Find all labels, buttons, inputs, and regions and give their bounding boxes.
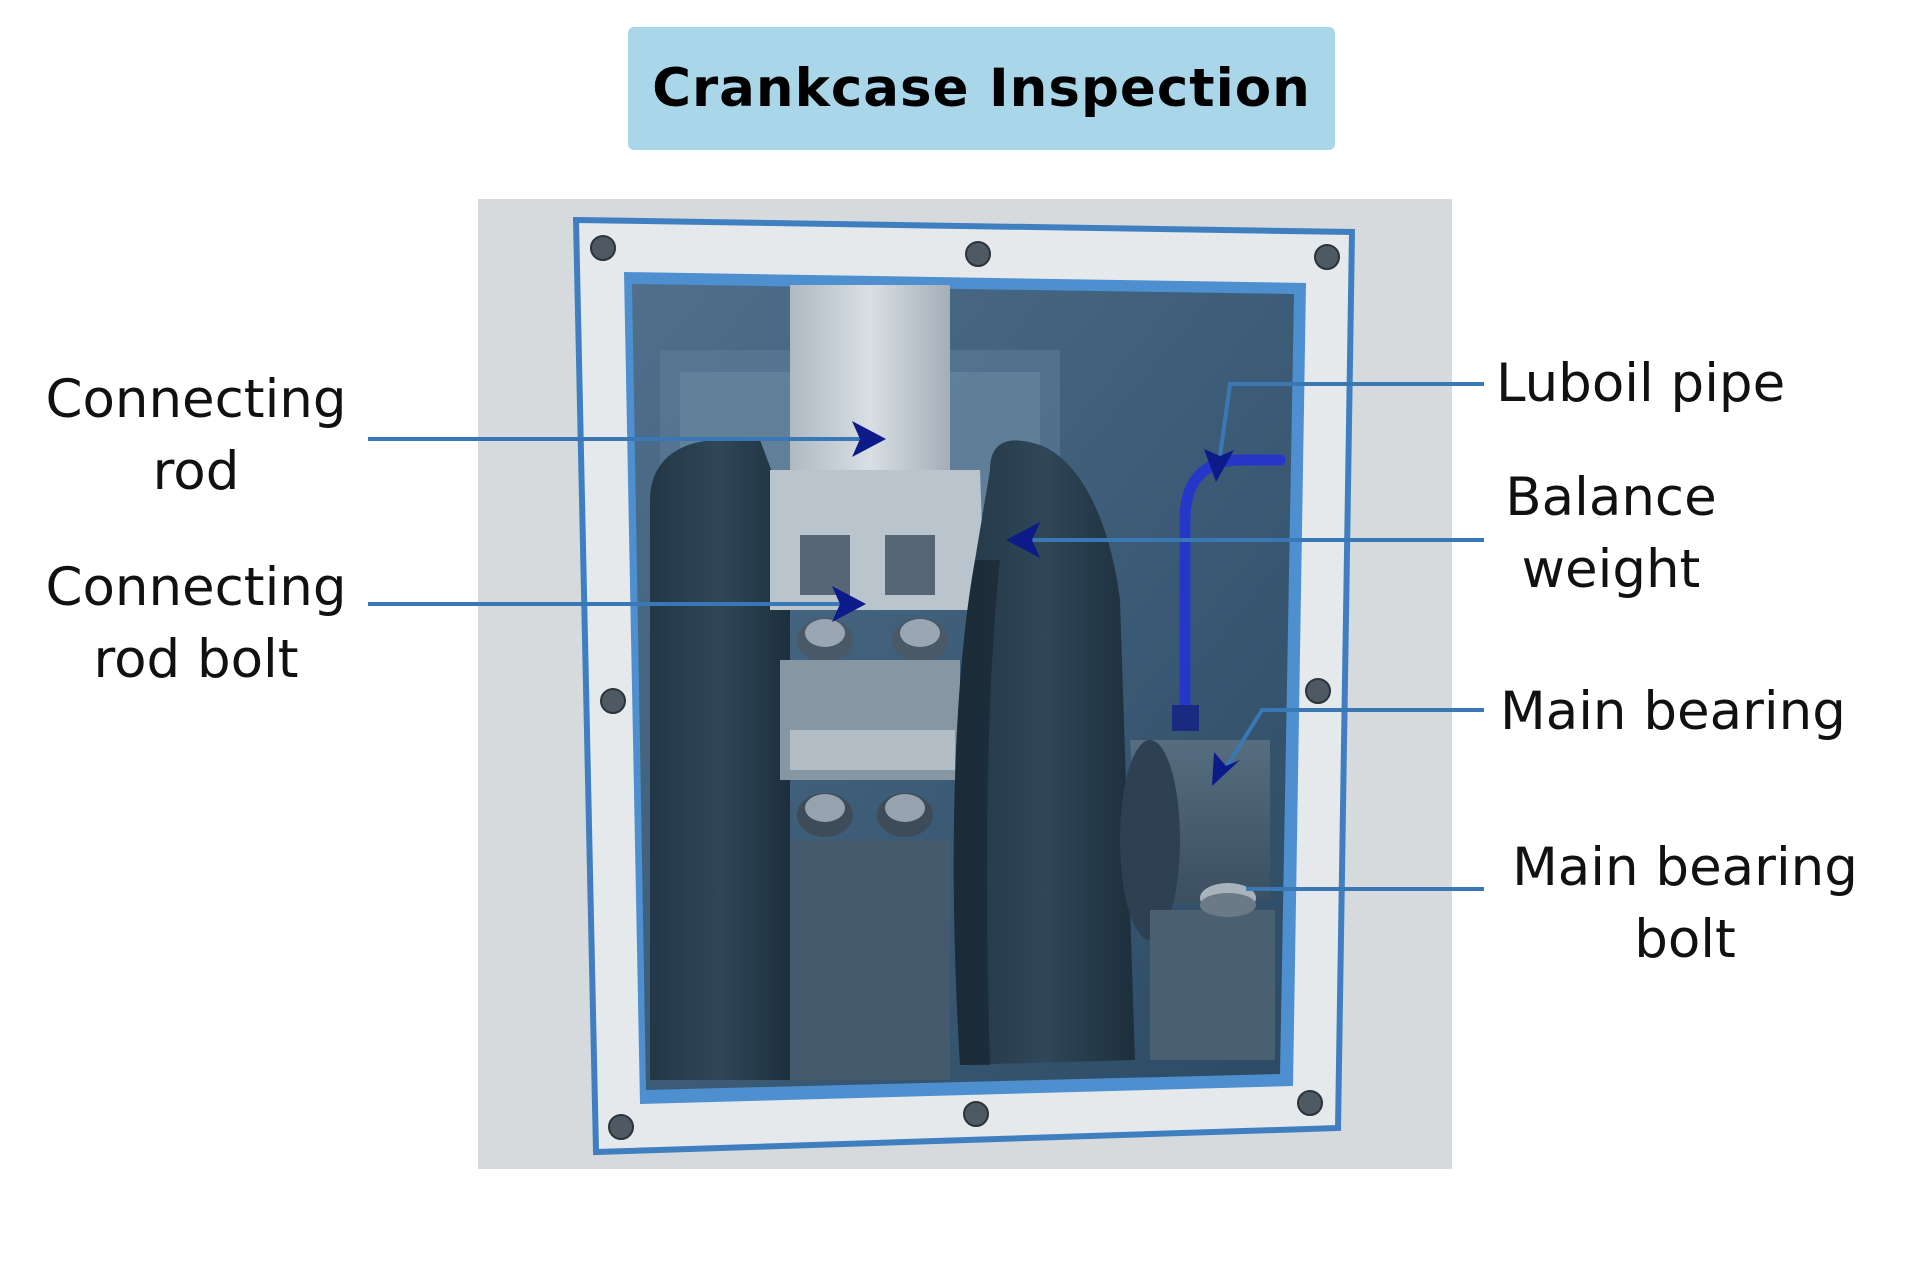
title-box: Crankcase Inspection — [628, 27, 1335, 150]
label-luboil-pipe: Luboil pipe — [1496, 353, 1786, 414]
connecting-rod-shank — [790, 285, 950, 485]
lower-cap-bolts — [797, 793, 933, 837]
main-bearing-bolt-block — [1150, 910, 1275, 1060]
label-main-bearing: Main bearing — [1500, 681, 1846, 742]
balance-weight — [953, 440, 1135, 1065]
left-crank-web — [650, 440, 790, 1080]
label-main-bearing-bolt: Main bearing bolt — [1512, 837, 1858, 970]
label-connecting-rod: Connecting rod — [45, 369, 347, 502]
leader-main-bearing — [1220, 708, 1484, 776]
arrow-main-bearing — [1212, 752, 1240, 786]
leader-luboil-pipe — [1216, 382, 1484, 471]
arrow-connecting-rod-bolt — [832, 586, 866, 622]
leader-lines — [368, 382, 1484, 891]
luboil-pipe — [1179, 454, 1286, 731]
arrow-balance-weight — [1006, 522, 1040, 558]
frame-screws — [590, 235, 1340, 1140]
label-balance-weight: Balance weight — [1505, 467, 1717, 600]
arrow-heads — [832, 421, 1240, 786]
arrow-connecting-rod — [852, 421, 886, 457]
connecting-rod-bolts — [797, 618, 948, 662]
page-title: Crankcase Inspection — [652, 58, 1311, 119]
arrow-luboil-pipe — [1204, 449, 1234, 482]
label-connecting-rod-bolt: Connecting rod bolt — [45, 557, 347, 690]
